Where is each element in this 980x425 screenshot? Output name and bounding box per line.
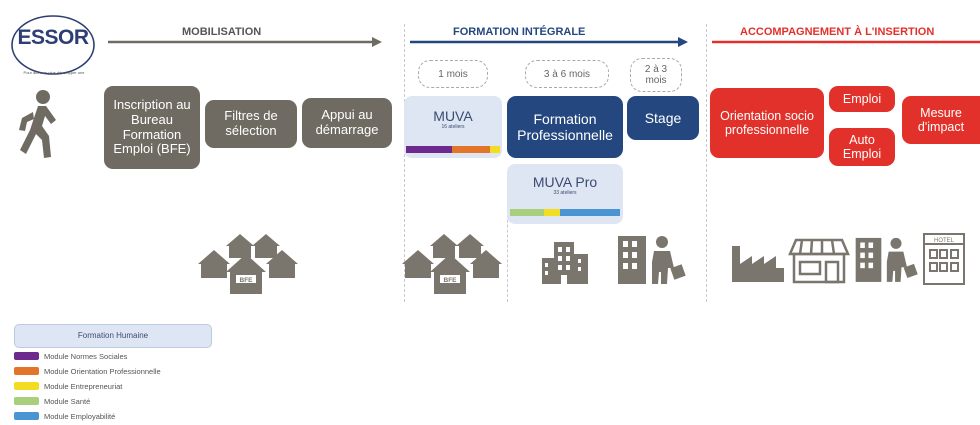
office-businessman-icon-1 xyxy=(618,236,686,284)
houses-bfe-icon-1: BFE xyxy=(198,234,298,294)
running-person-icon xyxy=(19,90,56,158)
phase-title-insertion: ACCOMPAGNEMENT À L'INSERTION xyxy=(740,26,935,38)
legend-label-sante: Module Santé xyxy=(44,397,91,406)
legend-swatch-normes xyxy=(14,352,39,360)
divider-insertion xyxy=(706,24,707,302)
legend-swatch-orientation xyxy=(14,367,39,375)
houses-bfe-icon-2: BFE xyxy=(402,234,502,294)
factory-icon xyxy=(732,246,784,282)
appui-demarrage-box: Appui au démarrage xyxy=(302,98,392,148)
houses-bfe-label-2: BFE xyxy=(444,277,458,284)
legend-swatch-entrepreneuriat xyxy=(14,382,39,390)
muva-pro-bar-entrepreneuriat xyxy=(544,209,560,216)
legend-swatch-sante xyxy=(14,397,39,405)
logo-name: ESSOR xyxy=(17,26,89,49)
muva-label: MUVA xyxy=(433,108,473,124)
muva-bar-orientation xyxy=(452,146,490,153)
muva-pro-bar-sante xyxy=(510,209,544,216)
divider-formation xyxy=(404,24,405,302)
stage-box: Stage xyxy=(627,96,699,140)
formation-professionnelle-box: Formation Professionnelle xyxy=(507,96,623,158)
hotel-icon: HOTEL xyxy=(923,233,965,285)
essor-logo xyxy=(11,15,95,75)
orientation-socio-professionnelle-box: Orientation socio professionnelle xyxy=(710,88,824,158)
houses-bfe-label-1: BFE xyxy=(240,277,254,284)
muva-sub: 16 ateliers xyxy=(441,124,465,131)
legend-label-entrepreneuriat: Module Entrepreneuriat xyxy=(44,382,123,391)
arrow-formation xyxy=(410,37,688,47)
filtres-selection-box: Filtres de sélection xyxy=(205,100,297,148)
hotel-label: HOTEL xyxy=(934,238,955,244)
muva-pro-label: MUVA Pro xyxy=(532,174,598,190)
legend-label-orientation: Module Orientation Professionnelle xyxy=(44,367,161,376)
emploi-box: Emploi xyxy=(829,86,895,112)
auto-emploi-box: Auto Emploi xyxy=(829,128,895,166)
phase-arrows xyxy=(108,37,980,47)
muva-pro-sub: 33 ateliers xyxy=(553,190,577,197)
legend-label-employabilite: Module Employabilité xyxy=(44,412,116,421)
duration-stage: 2 à 3 mois xyxy=(630,58,682,92)
school-building-icon xyxy=(542,242,588,284)
legend-label-normes: Module Normes Sociales xyxy=(44,352,128,361)
muva-bar-normes xyxy=(406,146,452,153)
arrow-mobilisation xyxy=(108,37,382,47)
mesure-impact-box: Mesure d'impact xyxy=(902,96,980,144)
duration-formation-pro: 3 à 6 mois xyxy=(525,60,609,88)
legend-swatch-employabilite xyxy=(14,412,39,420)
inscription-bfe-box: Inscription au Bureau Formation Emploi (… xyxy=(104,86,200,169)
muva-bar-entrepreneuriat xyxy=(490,146,500,153)
duration-muva: 1 mois xyxy=(418,60,488,88)
phase-title-formation: FORMATION INTÉGRALE xyxy=(453,26,586,38)
phase-title-mobilisation: MOBILISATION xyxy=(182,26,262,38)
office-businessman-icon-2 xyxy=(855,237,918,282)
divider-muva xyxy=(507,190,508,302)
shop-icon xyxy=(788,238,850,284)
legend-title: Formation Humaine xyxy=(14,324,212,348)
logo-tagline: Pour alors on plus développer une xyxy=(23,70,85,75)
muva-pro-bar-employabilite xyxy=(560,209,620,216)
